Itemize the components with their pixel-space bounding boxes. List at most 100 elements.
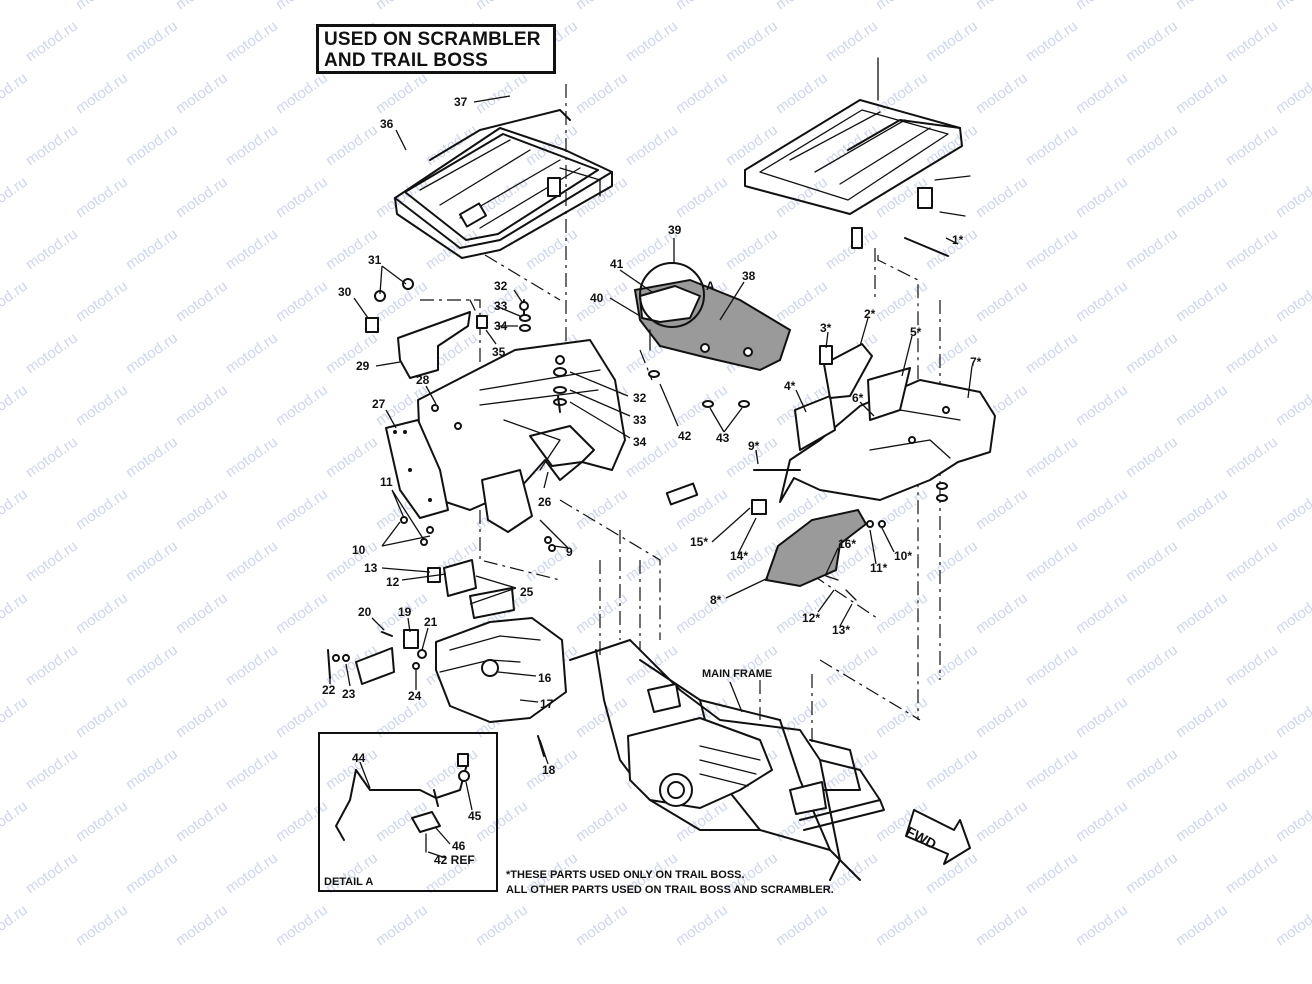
watermark-text-65: motod.ru <box>1073 173 1131 221</box>
watermark-text-178: motod.ru <box>223 641 281 689</box>
callout-46: 46 <box>452 839 466 853</box>
callout-23: 23 <box>342 687 356 701</box>
watermark-text-29: motod.ru <box>173 69 231 117</box>
watermark-text-141: motod.ru <box>573 485 631 533</box>
watermark-text-4: motod.ru <box>373 0 431 13</box>
watermark-text-10: motod.ru <box>973 0 1031 13</box>
tank-assembly <box>327 617 567 757</box>
watermark-text-54: motod.ru <box>0 173 31 221</box>
watermark-text-119: motod.ru <box>1073 381 1131 429</box>
watermark-text-191: motod.ru <box>173 693 231 741</box>
watermark-text-37: motod.ru <box>973 69 1031 117</box>
watermark-text-83: motod.ru <box>173 277 231 325</box>
callout-14-star: 14* <box>730 549 748 563</box>
watermark-text-243: motod.ru <box>0 901 31 949</box>
watermark-text-39: motod.ru <box>1173 69 1231 117</box>
callout-4-star: 4* <box>784 379 796 393</box>
watermark-text-44: motod.ru <box>323 121 381 169</box>
watermark-text-21: motod.ru <box>723 17 781 65</box>
watermark-text-98: motod.ru <box>323 329 381 377</box>
callout-21: 21 <box>424 615 438 629</box>
watermark-text-155: motod.ru <box>623 537 681 585</box>
watermark-text-226: motod.ru <box>973 797 1031 845</box>
watermark-text-137: motod.ru <box>173 485 231 533</box>
watermark-text-47: motod.ru <box>623 121 681 169</box>
watermark-text-169: motod.ru <box>673 589 731 637</box>
detail-a-frame <box>318 732 498 892</box>
watermark-text-246: motod.ru <box>273 901 331 949</box>
footnote-line-2: ALL OTHER PARTS USED ON TRAIL BOSS AND S… <box>506 884 834 896</box>
watermark-text-232: motod.ru <box>223 849 281 897</box>
watermark-text-253: motod.ru <box>973 901 1031 949</box>
callout-38: 38 <box>742 269 756 283</box>
watermark-text-6: motod.ru <box>573 0 631 13</box>
watermark-text-185: motod.ru <box>923 641 981 689</box>
watermark-text-28: motod.ru <box>73 69 131 117</box>
watermark-text-9: motod.ru <box>873 0 931 13</box>
watermark-text-57: motod.ru <box>273 173 331 221</box>
watermark-text-216: motod.ru <box>0 797 31 845</box>
watermark-text-174: motod.ru <box>1173 589 1231 637</box>
watermark-text-55: motod.ru <box>73 173 131 221</box>
watermark-text-171: motod.ru <box>873 589 931 637</box>
watermark-text-161: motod.ru <box>1223 537 1281 585</box>
watermark-text-0: motod.ru <box>0 0 31 13</box>
watermark-text-195: motod.ru <box>573 693 631 741</box>
watermark-text-123: motod.ru <box>123 433 181 481</box>
watermark-text-147: motod.ru <box>1173 485 1231 533</box>
watermark-text-15: motod.ru <box>123 17 181 65</box>
callout-7-star: 7* <box>970 355 982 369</box>
callout-29: 29 <box>356 359 370 373</box>
watermark-text-7: motod.ru <box>673 0 731 13</box>
watermark-text-251: motod.ru <box>773 901 831 949</box>
watermark-text-164: motod.ru <box>173 589 231 637</box>
watermark-text-105: motod.ru <box>1023 329 1081 377</box>
callout-3-star: 3* <box>820 321 832 335</box>
watermark-text-23: motod.ru <box>923 17 981 65</box>
footnote-line-1: *THESE PARTS USED ONLY ON TRAIL BOSS. <box>506 869 745 881</box>
watermark-text-229: motod.ru <box>1273 797 1312 845</box>
front-mud-flap <box>665 482 886 601</box>
watermark-text-125: motod.ru <box>323 433 381 481</box>
watermark-text-36: motod.ru <box>873 69 931 117</box>
watermark-text-78: motod.ru <box>1023 225 1081 273</box>
watermark-text-107: motod.ru <box>1223 329 1281 377</box>
callout-42-ref: 42 REF <box>434 853 475 867</box>
callout-labels: 37 36 31 30 29 28 27 32 33 34 35 32 33 3… <box>322 95 982 867</box>
callout-30: 30 <box>338 285 352 299</box>
watermark-text-96: motod.ru <box>123 329 181 377</box>
watermark-text-67: motod.ru <box>1273 173 1312 221</box>
detail-a-drawing <box>335 753 470 853</box>
watermark-text-187: motod.ru <box>1123 641 1181 689</box>
watermark-text-138: motod.ru <box>273 485 331 533</box>
watermark-text-33: motod.ru <box>573 69 631 117</box>
watermark-text-231: motod.ru <box>123 849 181 897</box>
watermark-text-66: motod.ru <box>1173 173 1231 221</box>
callout-39: 39 <box>668 223 682 237</box>
callout-19: 19 <box>398 605 412 619</box>
watermark-text-115: motod.ru <box>673 381 731 429</box>
watermark-text-183: motod.ru <box>723 641 781 689</box>
watermark-text-215: motod.ru <box>1223 745 1281 793</box>
watermark-text-92: motod.ru <box>1073 277 1131 325</box>
watermark-text-158: motod.ru <box>923 537 981 585</box>
watermark-text-184: motod.ru <box>823 641 881 689</box>
watermark-text-81: motod.ru <box>0 277 31 325</box>
watermark-text-145: motod.ru <box>973 485 1031 533</box>
watermark-text-175: motod.ru <box>1273 589 1312 637</box>
watermark-text-168: motod.ru <box>573 589 631 637</box>
watermark-text-133: motod.ru <box>1123 433 1181 481</box>
watermark-text-227: motod.ru <box>1073 797 1131 845</box>
callout-11: 11 <box>380 475 393 489</box>
callout-18: 18 <box>542 763 556 777</box>
callout-11-star: 11* <box>870 561 888 575</box>
watermark-text-27: motod.ru <box>0 69 31 117</box>
watermark-text-176: motod.ru <box>23 641 81 689</box>
watermark-text-217: motod.ru <box>73 797 131 845</box>
watermark-text-230: motod.ru <box>23 849 81 897</box>
fwd-arrow <box>905 809 971 865</box>
watermark-text-250: motod.ru <box>673 901 731 949</box>
watermark-text-80: motod.ru <box>1223 225 1281 273</box>
watermark-text-146: motod.ru <box>1073 485 1131 533</box>
watermark-text-12: motod.ru <box>1173 0 1231 13</box>
